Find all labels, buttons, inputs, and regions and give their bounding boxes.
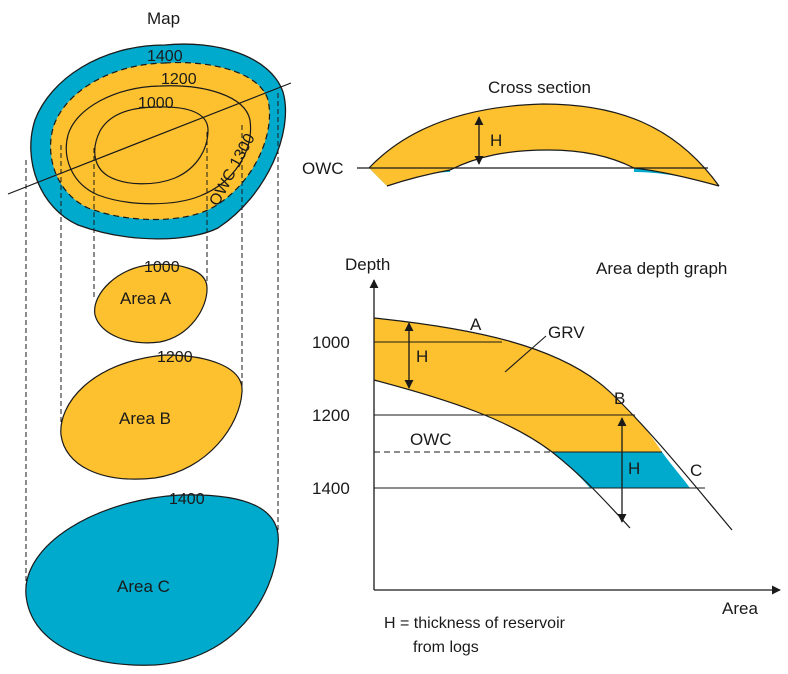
cross-section-h-label: H bbox=[490, 131, 502, 150]
tick-1200: 1200 bbox=[312, 406, 350, 425]
map-contour-1000-line bbox=[94, 106, 209, 185]
area-a-shape bbox=[94, 263, 208, 344]
map-title: Map bbox=[147, 9, 180, 28]
area-b-contour-label: 1200 bbox=[157, 349, 193, 366]
area-c-label: Area C bbox=[117, 577, 170, 596]
footnote: H = thickness of reservoir from logs bbox=[384, 615, 566, 656]
map-contour-1400-label: 1400 bbox=[147, 48, 183, 65]
area-b-label: Area B bbox=[119, 409, 171, 428]
map-panel: Map 1400 1200 1000 OWC 1300 bbox=[7, 9, 292, 240]
tick-1000: 1000 bbox=[312, 333, 350, 352]
map-contour-1200-label: 1200 bbox=[161, 71, 197, 88]
area-depth-graph: Depth Area depth graph Area 1000 1200 14… bbox=[312, 255, 781, 618]
area-c-shape bbox=[25, 494, 279, 666]
point-a-label: A bbox=[470, 315, 482, 334]
note-line-1: H = thickness of reservoir bbox=[384, 615, 566, 632]
graph-xlabel: Area bbox=[722, 599, 758, 618]
graph-title: Area depth graph bbox=[596, 259, 727, 278]
area-c-contour-label: 1400 bbox=[169, 491, 205, 508]
graph-h-label-top: H bbox=[416, 347, 428, 366]
cross-section-title: Cross section bbox=[488, 78, 591, 97]
graph-h-label-bottom: H bbox=[628, 459, 640, 478]
section-line bbox=[7, 82, 292, 195]
cross-section: Cross section OWC H bbox=[302, 78, 720, 187]
map-contour-1000-label: 1000 bbox=[138, 95, 174, 112]
area-c: 1400 Area C bbox=[25, 491, 279, 666]
point-c-label: C bbox=[690, 461, 702, 480]
grv-label: GRV bbox=[548, 323, 585, 342]
grv-leader bbox=[504, 335, 547, 373]
graph-ylabel: Depth bbox=[345, 255, 390, 274]
map-contour-1200-line bbox=[65, 85, 252, 205]
grv-band bbox=[374, 318, 662, 452]
graph-owc-label: OWC bbox=[410, 430, 452, 449]
area-a: 1000 Area A bbox=[94, 259, 208, 344]
cross-section-owc-label: OWC bbox=[302, 159, 344, 178]
point-b-label: B bbox=[614, 389, 625, 408]
area-a-contour-label: 1000 bbox=[144, 259, 180, 276]
top-curve bbox=[373, 317, 733, 531]
base-curve bbox=[373, 379, 631, 529]
area-b: 1200 Area B bbox=[60, 349, 243, 480]
tick-1400: 1400 bbox=[312, 479, 350, 498]
projection-lines bbox=[25, 93, 279, 600]
map-oil-zone bbox=[50, 61, 270, 221]
note-line-2: from logs bbox=[413, 639, 479, 656]
area-a-label: Area A bbox=[120, 289, 172, 308]
cross-section-arch bbox=[369, 104, 719, 186]
area-b-shape bbox=[60, 354, 243, 480]
